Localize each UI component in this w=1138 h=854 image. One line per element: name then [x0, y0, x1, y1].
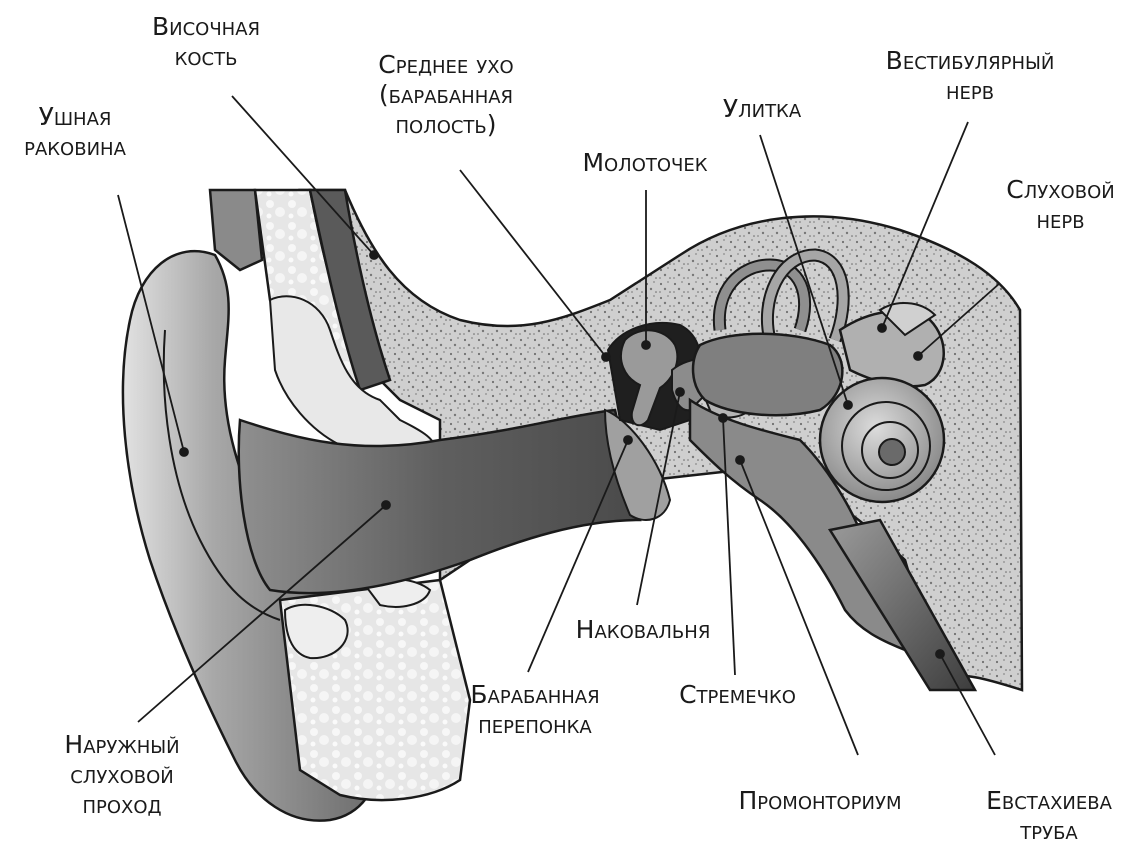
label-ear-pinna: Ушная раковина	[0, 102, 150, 162]
label-cochlea: Улитка	[697, 94, 827, 124]
label-ear-canal: Наружный слуховой проход	[22, 730, 222, 820]
leader-dot-promontory	[736, 456, 744, 464]
leader-dot-temporal-bone	[370, 251, 378, 259]
label-temporal-bone: Височная кость	[126, 12, 286, 72]
leader-dot-eustachian-tube	[936, 650, 944, 658]
label-vestibular-nerve: Вестибулярный нерв	[850, 46, 1090, 106]
leader-dot-ear-pinna	[180, 448, 188, 456]
leader-dot-middle-ear	[602, 353, 610, 361]
label-incus: Наковальня	[548, 615, 738, 645]
leader-dot-hammer	[642, 341, 650, 349]
cochlea-turn-3	[879, 439, 905, 465]
leader-dot-cochlea	[844, 401, 852, 409]
leader-dot-vestibular-nerve	[878, 324, 886, 332]
label-auditory-nerve: Слуховой нерв	[983, 175, 1138, 235]
leader-dot-incus	[676, 388, 684, 396]
label-promontory: Промонториум	[700, 786, 940, 816]
label-eustachian-tube: Евстахиева труба	[960, 786, 1138, 846]
label-stapes: Стремечко	[650, 680, 825, 710]
leader-dot-auditory-nerve	[914, 352, 922, 360]
label-eardrum: Барабанная перепонка	[440, 680, 630, 740]
vestibule-shape	[693, 334, 842, 415]
leader-dot-ear-canal	[382, 501, 390, 509]
label-middle-ear: Среднее ухо (барабанная полость)	[346, 50, 546, 140]
label-hammer: Молоточек	[555, 148, 735, 178]
cochlea-outer	[820, 378, 944, 502]
leader-dot-stapes	[719, 414, 727, 422]
leader-dot-eardrum	[624, 436, 632, 444]
